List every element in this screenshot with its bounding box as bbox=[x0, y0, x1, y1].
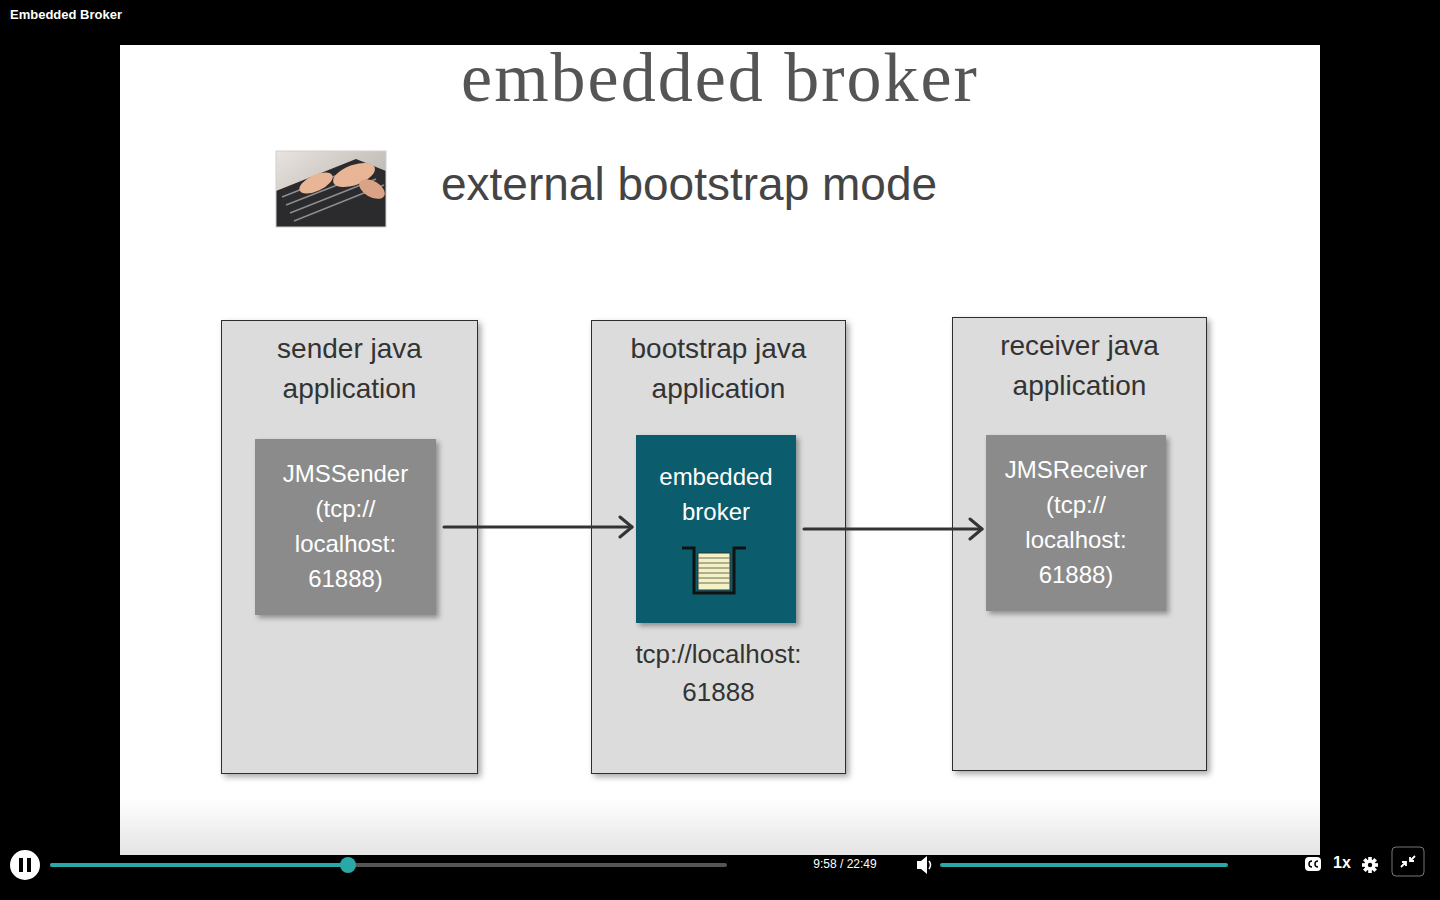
address-label: tcp://localhost: 61888 bbox=[619, 635, 819, 711]
playback-time: 9:58 / 22:49 bbox=[800, 857, 890, 871]
client-component-box: JMSReceiver (tcp:// localhost: 61888) bbox=[986, 435, 1166, 611]
application-box: bootstrap java application tcp://localhos… bbox=[591, 320, 846, 774]
broker-box: embedded broker bbox=[636, 435, 796, 623]
client-component-box: JMSSender (tcp:// localhost: 61888) bbox=[255, 439, 436, 615]
box-heading: receiver java application bbox=[980, 326, 1180, 406]
message-arrow bbox=[444, 526, 632, 529]
message-arrow bbox=[804, 528, 982, 531]
component-label: JMSReceiver (tcp:// localhost: 61888) bbox=[996, 452, 1156, 592]
box-heading: bootstrap java application bbox=[619, 329, 819, 409]
component-label: JMSSender (tcp:// localhost: 61888) bbox=[265, 456, 426, 596]
video-title: Embedded Broker bbox=[10, 7, 122, 22]
component-label: embedded broker bbox=[646, 459, 786, 529]
slide-title: embedded broker bbox=[0, 36, 1440, 120]
application-box: sender java applicationJMSSender (tcp://… bbox=[221, 320, 478, 774]
box-heading: sender java application bbox=[250, 329, 450, 409]
application-box: receiver java applicationJMSReceiver (tc… bbox=[952, 317, 1207, 771]
slide-subtitle: external bootstrap mode bbox=[441, 157, 937, 211]
playback-speed: 1x bbox=[1333, 854, 1351, 872]
